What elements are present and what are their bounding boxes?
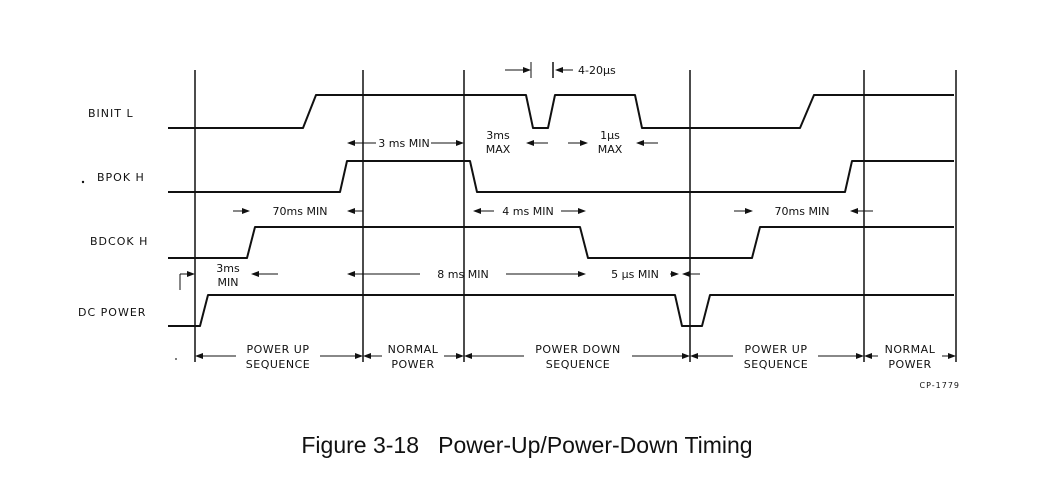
arrowhead — [187, 271, 195, 277]
phase-label-line2: POWER — [888, 358, 931, 371]
annotation-4ms-min: 4 ms MIN — [502, 205, 553, 218]
arrowhead — [347, 208, 355, 214]
arrowhead — [355, 353, 363, 359]
annotation-3ms-max-line2: MAX — [486, 143, 511, 156]
arrowhead — [578, 271, 586, 277]
dcpower-waveform — [168, 294, 954, 327]
phase-label-line1: POWER DOWN — [535, 343, 621, 356]
phase-label-line1: NORMAL — [388, 343, 439, 356]
annotation-pulse-width: 4-20μs — [578, 64, 616, 77]
phase-label-line1: NORMAL — [885, 343, 936, 356]
bpok-waveform — [168, 160, 954, 193]
arrowhead — [526, 140, 534, 146]
arrowhead — [242, 208, 250, 214]
signal-label-bpok: BPOK H — [97, 171, 145, 184]
arrowhead — [864, 353, 872, 359]
phase-label-line1: POWER UP — [247, 343, 310, 356]
arrowhead — [850, 208, 858, 214]
arrowhead — [682, 353, 690, 359]
arrowhead — [456, 140, 464, 146]
annotation-1us-max-line2: MAX — [598, 143, 623, 156]
arrowhead — [580, 140, 588, 146]
arrowhead — [682, 271, 690, 277]
arrowhead — [251, 271, 259, 277]
phase-label-line2: SEQUENCE — [546, 358, 610, 371]
arrowhead — [347, 140, 355, 146]
arrowhead — [195, 353, 203, 359]
dimension-markers — [179, 62, 956, 359]
annotation-3ms-min-dc-line2: MIN — [218, 276, 239, 289]
annotation-3ms-max-line1: 3ms — [486, 129, 510, 142]
arrowhead — [948, 353, 956, 359]
arrowhead — [856, 353, 864, 359]
figure-code: CP-1779 — [920, 381, 960, 390]
signal-label-dcpower: DC POWER — [78, 306, 146, 319]
annotation-70ms-min-left: 70ms MIN — [273, 205, 328, 218]
arrowhead — [456, 353, 464, 359]
signal-label-binit: BINIT L — [88, 107, 134, 120]
binit-waveform — [168, 94, 954, 129]
arrowhead — [690, 353, 698, 359]
arrowhead — [464, 353, 472, 359]
signal-label-bdcok: BDCOK H — [90, 235, 148, 248]
annotation-70ms-min-right: 70ms MIN — [775, 205, 830, 218]
arrowhead — [555, 67, 563, 73]
caption-number: Figure 3-18 — [301, 432, 419, 458]
caption-title: Power-Up/Power-Down Timing — [438, 432, 753, 458]
phase-label-line2: SEQUENCE — [744, 358, 808, 371]
arrowhead — [473, 208, 481, 214]
annotation-5us-min: 5 μs MIN — [611, 268, 659, 281]
annotation-1us-max-line1: 1μs — [600, 129, 620, 142]
arrowhead — [523, 67, 531, 73]
phase-label-line2: SEQUENCE — [246, 358, 310, 371]
stray-dot — [175, 358, 177, 360]
phase-label-line1: POWER UP — [745, 343, 808, 356]
arrowhead — [347, 271, 355, 277]
arrowhead — [578, 208, 586, 214]
annotation-3ms-min: 3 ms MIN — [378, 137, 429, 150]
figure-caption: Figure 3-18 Power-Up/Power-Down Timing — [0, 432, 1054, 459]
stray-dot — [81, 180, 85, 184]
bdcok-waveform — [168, 226, 954, 259]
arrowhead — [636, 140, 644, 146]
arrowhead — [745, 208, 753, 214]
phase-label-line2: POWER — [391, 358, 434, 371]
phase-boundaries — [194, 62, 957, 362]
annotation-8ms-min: 8 ms MIN — [437, 268, 488, 281]
annotation-3ms-min-dc-line1: 3ms — [216, 262, 240, 275]
arrowhead — [363, 353, 371, 359]
arrowhead — [671, 271, 679, 277]
waveforms — [168, 94, 954, 327]
